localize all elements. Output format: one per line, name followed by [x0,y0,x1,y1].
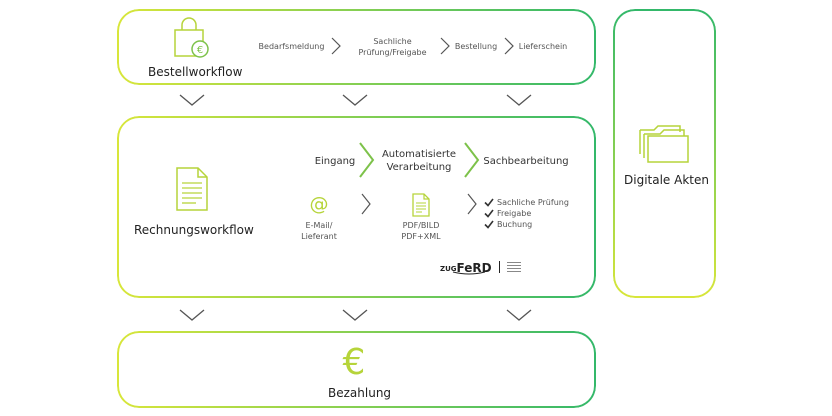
folder-icon [639,125,689,163]
checkmark-icon [484,209,494,218]
chevron-right-icon [359,142,375,178]
chevron-down-icon [179,309,205,321]
phase-eingang: Eingang [314,156,356,167]
euro-icon: € [343,342,366,383]
check-sachliche-pruefung: Sachliche Prüfung [497,198,569,207]
rechnungsworkflow-title: Rechnungsworkflow [134,223,254,237]
chevron-down-icon [506,309,532,321]
chevron-right-icon [504,37,514,55]
svg-text:@: @ [310,193,329,215]
svg-text:€: € [197,45,203,56]
chevron-down-icon [342,94,368,106]
chevron-down-icon [179,94,205,106]
chevron-right-icon [331,37,341,55]
chevron-right-icon [440,37,450,55]
zugferd-logo: ZUGFeRD [440,257,521,275]
shopping-bag-euro-icon: € [174,17,209,58]
check-freigabe: Freigabe [497,209,532,218]
checkmark-icon [484,198,494,207]
phase-automatisierte-verarbeitung: Automatisierte Verarbeitung [381,149,457,173]
chevron-right-icon [361,193,371,215]
chevron-right-icon [464,142,480,178]
chevron-right-icon [467,193,477,215]
digitale-akten-title: Digitale Akten [624,173,709,187]
zugferd-zug: ZUG [440,265,457,273]
document-icon [176,167,208,211]
chevron-down-icon [342,309,368,321]
svg-text:€: € [343,342,366,383]
bestellworkflow-title: Bestellworkflow [148,65,243,79]
step-bestellung: Bestellung [454,42,498,51]
pdf-xml-label: PDF/BILD PDF+XML [401,221,441,241]
chevron-down-icon [506,94,532,106]
pdf-file-icon [412,193,430,217]
at-sign-icon: @ [310,193,329,215]
step-sachliche-pruefung: Sachliche Prüfung/Freigabe [358,37,427,57]
check-buchung: Buchung [497,220,533,229]
bezahlung-title: Bezahlung [328,386,392,400]
checkmark-icon [484,220,494,229]
step-bedarfsmeldung: Bedarfsmeldung [258,42,325,51]
zugferd-ferd: FeRD [456,261,492,275]
phase-sachbearbeitung: Sachbearbeitung [483,156,569,167]
step-lieferschein: Lieferschein [518,42,568,51]
email-lieferant-label: E-Mail/ Lieferant [301,221,337,241]
